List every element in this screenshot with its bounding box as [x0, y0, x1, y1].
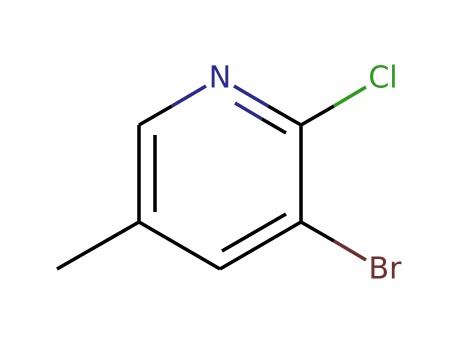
bond-n-c2-blue [233, 84, 269, 108]
bond-c4-c5 [138, 220, 221, 271]
atom-label-nitrogen: N [209, 61, 231, 96]
bond-c6-n-blue [171, 84, 207, 108]
bond-c5-methyl [56, 220, 140, 271]
bond-n-c2-black [267, 104, 302, 127]
bond-c6-n-black [138, 104, 173, 127]
bond-n-c2-inner-black [261, 117, 287, 135]
atom-label-bromine: Br [369, 252, 403, 287]
bond-c3-c4-inner [221, 212, 287, 253]
bond-c3-br-black [300, 220, 335, 243]
bond-c2-cl-black [300, 104, 335, 127]
bond-c3-c4 [219, 220, 302, 271]
bond-n-c2-inner-blue [234, 101, 263, 121]
bond-c2-cl-green [333, 85, 367, 108]
atom-label-chlorine: Cl [368, 61, 397, 96]
bond-c3-br-brown [333, 239, 367, 262]
